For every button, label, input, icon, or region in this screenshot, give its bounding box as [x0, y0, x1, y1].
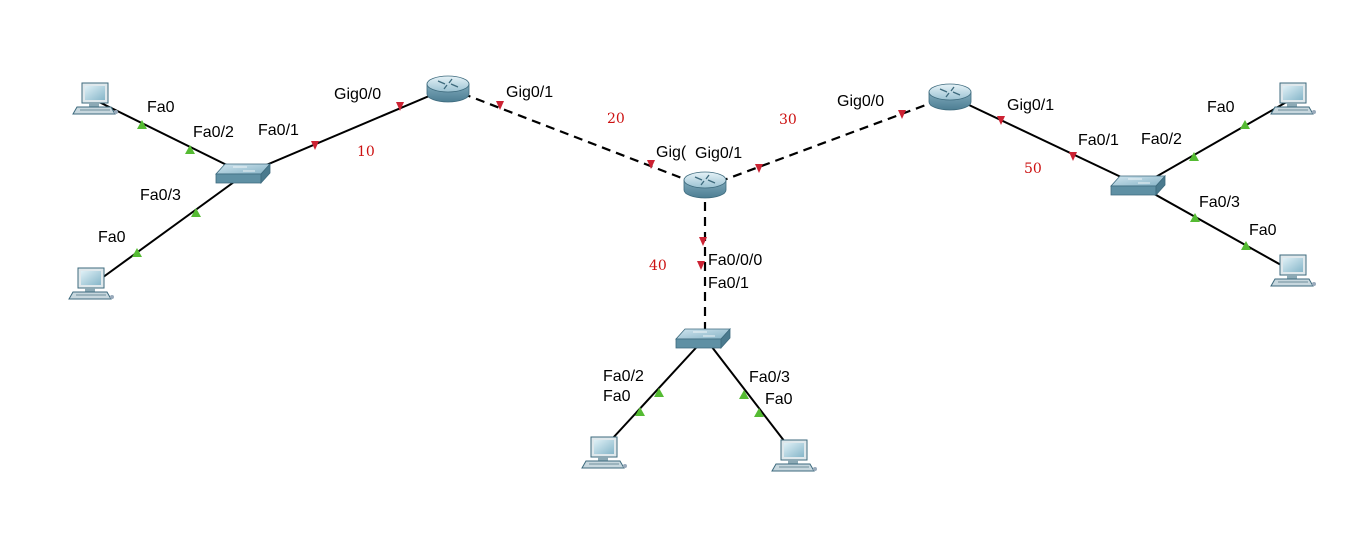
pc-left-bottom[interactable]: [68, 267, 115, 300]
port-labels: Gig0/0 Gig0/1 Gig( Gig0/1 Gig0/0 Gig0/1 …: [98, 84, 1277, 408]
network-number: 50: [1024, 161, 1042, 177]
switch-center[interactable]: [675, 328, 731, 349]
port-label: Fa0: [147, 99, 175, 116]
link-switch-center-pc-center-left[interactable]: [599, 337, 706, 453]
pc-right-bottom[interactable]: [1270, 254, 1317, 287]
port-down-marker: [697, 261, 705, 270]
port-down-marker: [898, 110, 906, 119]
link-switch-left-router-left[interactable]: [244, 87, 449, 175]
port-label: Fa0/2: [1141, 131, 1182, 148]
link-switch-left-pc-left-bottom[interactable]: [94, 173, 246, 284]
port-label: Fa0: [1249, 222, 1277, 239]
port-label: Fa0/3: [140, 187, 181, 204]
port-label: Fa0/3: [749, 369, 790, 386]
port-label: Fa0: [1207, 99, 1235, 116]
router-center[interactable]: [683, 171, 727, 199]
port-label: Fa0/2: [193, 124, 234, 141]
port-label: Fa0: [765, 391, 793, 408]
link-switch-right-pc-right-top[interactable]: [1139, 99, 1291, 187]
network-number: 10: [357, 144, 375, 160]
devices: [68, 75, 1317, 472]
router-left[interactable]: [426, 75, 470, 103]
port-label: Fa0/1: [708, 275, 749, 292]
port-label: Gig0/0: [334, 86, 381, 103]
link-switch-left-pc-left-top[interactable]: [94, 99, 246, 175]
pc-center-right[interactable]: [771, 439, 818, 472]
port-label: Fa0: [98, 229, 126, 246]
port-label: Gig0/1: [506, 84, 553, 101]
links: [94, 86, 1291, 456]
port-label: Fa0: [603, 388, 631, 405]
port-down-marker: [699, 237, 707, 246]
link-switch-center-pc-center-right[interactable]: [704, 337, 796, 456]
link-router-center-router-right[interactable]: [704, 94, 951, 189]
link-switch-right-pc-right-bottom[interactable]: [1139, 185, 1291, 271]
port-down-marker: [496, 101, 504, 110]
link-router-left-router-center[interactable]: [447, 86, 706, 189]
router-right[interactable]: [928, 83, 972, 111]
network-numbers: 10 20 30 40 50: [357, 111, 1042, 274]
port-label: Gig0/1: [695, 145, 742, 162]
port-label: Gig(: [656, 144, 687, 161]
network-number: 30: [779, 112, 797, 128]
pc-center-left[interactable]: [581, 436, 628, 469]
port-label: Gig0/1: [1007, 97, 1054, 114]
switch-right[interactable]: [1110, 175, 1166, 196]
network-number: 40: [649, 258, 667, 274]
port-label: Fa0/0/0: [708, 252, 762, 269]
port-label: Gig0/0: [837, 93, 884, 110]
port-label: Fa0/3: [1199, 194, 1240, 211]
pc-left-top[interactable]: [72, 82, 119, 115]
switch-left[interactable]: [215, 163, 271, 184]
link-router-right-switch-right[interactable]: [949, 95, 1141, 187]
port-down-marker: [755, 164, 763, 173]
pc-right-top[interactable]: [1270, 82, 1317, 115]
port-label: Fa0/2: [603, 368, 644, 385]
port-label: Fa0/1: [258, 122, 299, 139]
network-number: 20: [607, 111, 625, 127]
port-label: Fa0/1: [1078, 132, 1119, 149]
